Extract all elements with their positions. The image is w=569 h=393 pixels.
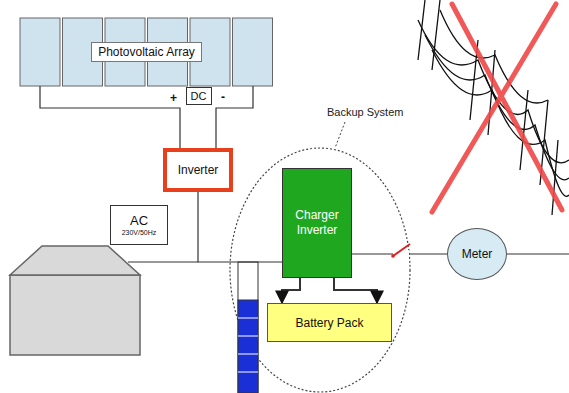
- isolation-switch: [391, 244, 410, 258]
- wire-connector: [216, 86, 253, 148]
- red-cross: [432, 4, 562, 212]
- wire-connector: [40, 86, 180, 148]
- dc-box: DC: [186, 87, 212, 105]
- wire-connector: [334, 278, 377, 303]
- node-label: Backup System: [325, 106, 405, 118]
- node-label: AC: [130, 213, 148, 228]
- backup-leader: [335, 122, 345, 148]
- house: [10, 246, 140, 355]
- grid-tower: [418, 0, 569, 215]
- ac-box: AC230V/50Hz: [110, 205, 168, 245]
- node-label: Charger Inverter: [287, 208, 347, 238]
- charger-inverter-box: Charger Inverter: [282, 168, 352, 278]
- node-label: Inverter: [178, 163, 219, 177]
- battery-pack-box: Battery Pack: [267, 303, 392, 342]
- minus-terminal: -: [221, 90, 225, 104]
- meter-circle: Meter: [447, 228, 507, 280]
- plus-terminal: +: [170, 91, 177, 105]
- battery-gauge: [238, 262, 258, 393]
- house-wire: [128, 261, 198, 262]
- node-label: Battery Pack: [295, 316, 363, 330]
- pv-array: Photovoltaic Array: [20, 18, 273, 86]
- node-label: DC: [191, 90, 207, 102]
- inverter-box: Inverter: [163, 148, 233, 192]
- node-label: Photovoltaic Array: [91, 42, 202, 62]
- wire-connector: [198, 192, 282, 262]
- backup-boundary: [230, 148, 410, 392]
- wire-connector: [282, 278, 300, 303]
- grid-wire: [507, 253, 569, 254]
- node-sublabel: 230V/50Hz: [122, 228, 157, 237]
- backup-system: Backup SystemCharger InverterBattery Pac…: [230, 104, 410, 393]
- pv-panels: [20, 18, 273, 86]
- node-label: Meter: [462, 247, 493, 261]
